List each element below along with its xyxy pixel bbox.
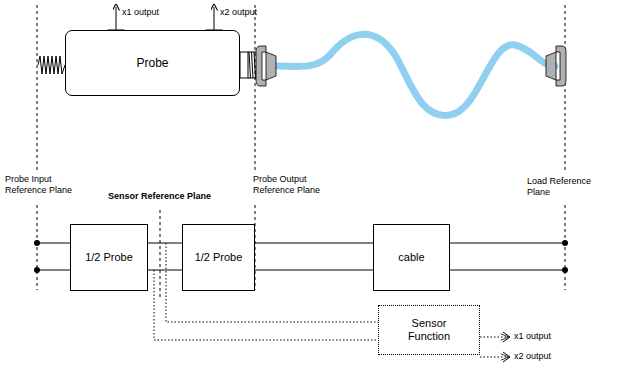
- plane-label: Probe Input Reference Plane: [5, 174, 85, 196]
- signal-name: x2 output: [220, 7, 280, 18]
- signal-name: x2 output: [514, 351, 574, 362]
- plane-label: Sensor Reference Plane: [108, 191, 228, 202]
- plane-label: Probe Output Reference Plane: [253, 174, 331, 196]
- plane-label: Load Reference Plane: [527, 176, 602, 198]
- signal-name: x1 output: [514, 331, 574, 342]
- block-box: Probe: [65, 30, 240, 96]
- function-box: Sensor Function: [378, 305, 480, 355]
- box-label: 1/2 Probe: [85, 251, 133, 264]
- two-wire-line: [255, 243, 373, 270]
- box-label: Probe: [136, 57, 168, 70]
- two-wire-line: [148, 243, 182, 270]
- box-label: 1/2 Probe: [195, 251, 243, 264]
- block-box: 1/2 Probe: [182, 224, 255, 291]
- signal-name: x1 output: [122, 7, 182, 18]
- block-box: 1/2 Probe: [70, 224, 148, 291]
- box-label: cable: [398, 251, 424, 264]
- block-box: cable: [373, 224, 450, 291]
- box-label: Sensor Function: [399, 317, 459, 343]
